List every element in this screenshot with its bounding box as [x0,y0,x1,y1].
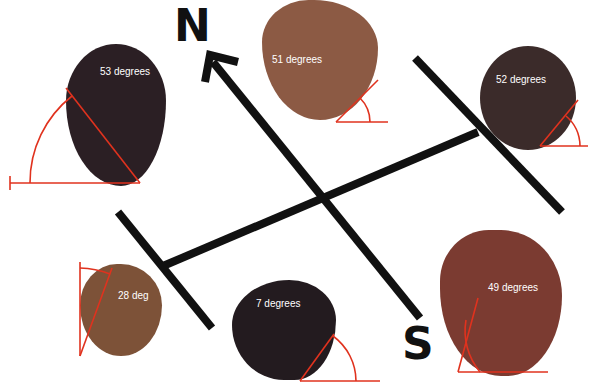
rock-shape [480,46,576,150]
angle-label: 52 degrees [496,74,546,86]
rock: 51 degrees [262,0,378,120]
rock-shape [232,280,336,380]
rock: 49 degrees [440,230,562,376]
rock: 53 degrees [66,44,166,186]
angle-label: 28 deg [118,290,149,302]
rock: 7 degrees [232,280,336,380]
direction-letter: S [402,322,434,366]
rock: 52 degrees [480,46,576,150]
angle-label: 51 degrees [272,54,322,66]
direction-letter: N [174,4,211,48]
rock-shape [66,44,166,186]
rock-shape [440,230,562,376]
angle-label: 49 degrees [488,282,538,294]
angle-label: 7 degrees [256,298,300,310]
rock-shape [80,264,162,356]
rock: 28 deg [80,264,162,356]
angle-label: 53 degrees [100,66,150,78]
